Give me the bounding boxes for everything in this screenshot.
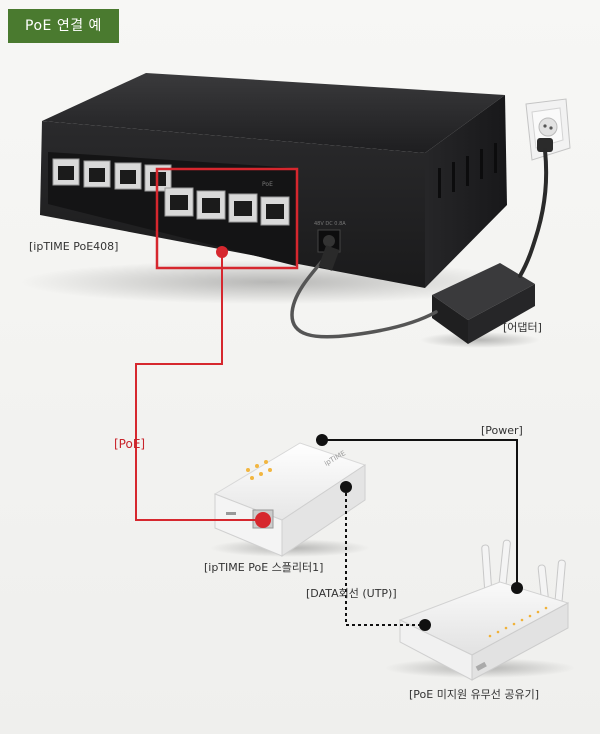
power-line (322, 439, 518, 588)
dc-plug (318, 245, 340, 271)
poe-splitter: ipTIME (210, 442, 370, 557)
data-line-label: [DATA회선 (UTP)] (306, 587, 397, 600)
power-splitter-dot (316, 434, 328, 446)
power-router-dot (511, 582, 523, 594)
dc-cord (290, 250, 438, 339)
poe-port (164, 187, 194, 217)
router (385, 539, 575, 681)
data-splitter-dot (340, 481, 352, 493)
switch-top (42, 73, 505, 153)
poe-splitter-dot (255, 512, 271, 528)
vent-slots (438, 143, 497, 198)
poe-line (135, 252, 263, 521)
power-adapter (420, 263, 540, 348)
outlet-cord (518, 148, 549, 278)
poe-switch: PoE 48V DC 0.8A (20, 73, 520, 304)
poe-label: [PoE] (114, 437, 145, 451)
adapter-label: [어댑터] (503, 321, 542, 334)
data-router-dot (419, 619, 431, 631)
switch-label: [ipTIME PoE408] (29, 240, 118, 253)
switch-port (83, 160, 111, 188)
poe-port-caption: PoE (262, 181, 273, 188)
power-jack-hole (323, 235, 335, 247)
data-line (345, 487, 425, 626)
poe-ports-highlight (155, 167, 299, 270)
switch-side (425, 95, 507, 288)
ethernet-ports (52, 158, 290, 226)
switch-port (114, 162, 142, 190)
poe-port (260, 196, 290, 226)
power-label: [Power] (481, 424, 523, 437)
poe-port (196, 190, 226, 220)
power-input-caption: 48V DC 0.8A (314, 221, 346, 227)
splitter-label: [ipTIME PoE 스플리터1] (204, 561, 323, 574)
wall-outlet (525, 98, 571, 161)
poe-switch-dot (216, 246, 228, 258)
switch-port (52, 158, 80, 186)
router-label: [PoE 미지원 유무선 공유기] (409, 688, 539, 701)
poe-port (228, 193, 258, 223)
page-title: PoE 연결 예 (8, 9, 119, 43)
